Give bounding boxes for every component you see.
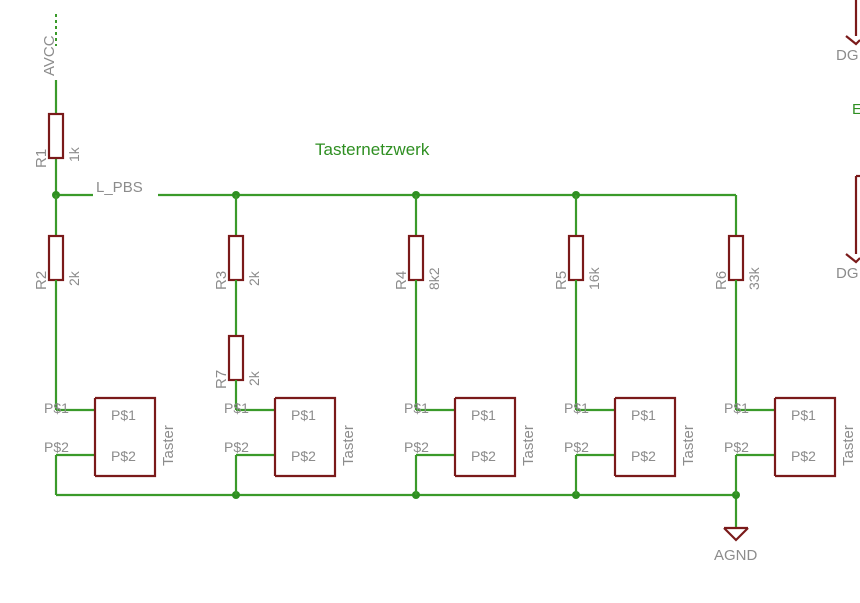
r3-body [227,234,245,282]
switch-4: P$1 P$2 P$1 P$2 Taster [564,396,697,495]
agnd-symbol [723,527,749,542]
agnd-label: AGND [714,547,758,564]
switch-3-name: Taster [520,425,537,466]
switch-5-pin2-inner: P$2 [791,448,816,464]
r2-name: R2 [33,271,50,290]
branch-r5: R5 16k [553,195,602,410]
r4-body [407,234,425,282]
offpage-ground-1: DG [836,0,860,64]
offpage-ground-2: DG [836,174,860,282]
r5-body [567,234,585,282]
switch-2-pin1-inner: P$1 [291,407,316,423]
switch-1-pin2-outer: P$2 [44,439,69,455]
r5-name: R5 [553,271,570,290]
r5-value: 16k [586,266,602,290]
switch-2-pin2-inner: P$2 [291,448,316,464]
r6-name: R6 [713,271,730,290]
r3-name: R3 [213,271,230,290]
r3-value: 2k [246,270,262,286]
r7-name: R7 [213,370,230,389]
avcc-label: AVCC [41,35,58,76]
offpage-label-2: DG [836,265,859,282]
r7-value: 2k [246,370,262,386]
switch-5-pin2-outer: P$2 [724,439,749,455]
switch-1-name: Taster [160,425,177,466]
switch-1-pin1-inner: P$1 [111,407,136,423]
r6-body [727,234,745,282]
switch-2-name: Taster [340,425,357,466]
switch-3-pin1-inner: P$1 [471,407,496,423]
r2-body [47,234,65,282]
switch-5-pin1-outer: P$1 [724,400,749,416]
switch-5: P$1 P$2 P$1 P$2 Taster [724,396,857,495]
r1-value: 1k [66,146,82,162]
branch-r6: R6 33k [713,234,762,410]
r1-body [47,112,65,160]
r1-name: R1 [33,149,50,168]
switch-4-pin2-inner: P$2 [631,448,656,464]
switch-4-pin1-outer: P$1 [564,400,589,416]
schematic-title: Tasternetzwerk [315,140,430,159]
switch-1-pin1-outer: P$1 [44,400,69,416]
r7-body [227,334,245,382]
switch-1-pin2-inner: P$2 [111,448,136,464]
switch-3: P$1 P$2 P$1 P$2 Taster [404,396,537,495]
switch-2-pin2-outer: P$2 [224,439,249,455]
switch-3-pin1-outer: P$1 [404,400,429,416]
switch-5-name: Taster [840,425,857,466]
switch-1: P$1 P$2 P$1 P$2 Taster [44,396,177,495]
net-label: L_PBS [96,179,143,196]
switch-2: P$1 P$2 P$1 P$2 Taster [224,396,357,495]
r4-name: R4 [393,271,410,290]
switch-5-pin1-inner: P$1 [791,407,816,423]
switch-4-name: Taster [680,425,697,466]
r4-value: 8k2 [426,267,442,290]
branch-r2: R2 2k [33,195,82,410]
switch-4-pin1-inner: P$1 [631,407,656,423]
switch-4-pin2-outer: P$2 [564,439,589,455]
offpage-partial-label: E [852,101,860,118]
switch-3-pin2-outer: P$2 [404,439,429,455]
branch-r4: R4 8k2 [393,195,442,410]
branch-r3-r7: R3 2k R7 2k [213,195,262,410]
r2-value: 2k [66,270,82,286]
switch-2-pin1-outer: P$1 [224,400,249,416]
r6-value: 33k [746,266,762,290]
offpage-label-1: DG [836,47,859,64]
switch-3-pin2-inner: P$2 [471,448,496,464]
